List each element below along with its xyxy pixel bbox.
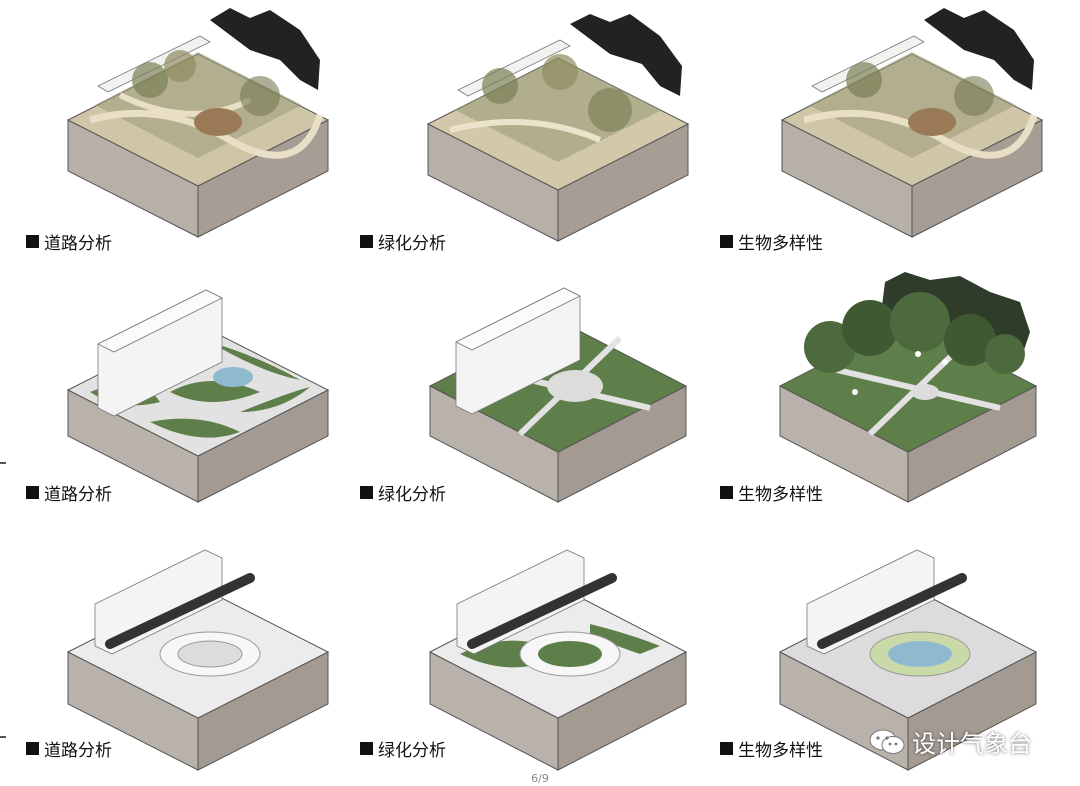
terrain-block-photo-2: [426, 14, 690, 242]
caption-text: 绿化分析: [378, 741, 446, 761]
caption-biodiversity: 生物多样性: [720, 480, 823, 505]
terrain-block-simple-3: [778, 272, 1038, 503]
black-square-bullet-icon: [720, 235, 733, 248]
black-square-bullet-icon: [720, 742, 733, 755]
block-greening-analysis-simple: 绿化分析: [360, 262, 720, 524]
terrain-block-photo-3: [780, 8, 1044, 238]
caption-text: 道路分析: [44, 741, 112, 761]
black-square-bullet-icon: [26, 742, 39, 755]
caption-biodiversity: 生物多样性: [720, 229, 823, 254]
caption-text: 生物多样性: [738, 234, 823, 254]
caption-text: 生物多样性: [738, 741, 823, 761]
black-square-bullet-icon: [720, 486, 733, 499]
margin-tick: [0, 736, 6, 738]
terrain-block-detailed-1: [66, 549, 330, 771]
block-road-analysis-simple: 道路分析: [0, 262, 360, 524]
caption-greening-analysis: 绿化分析: [360, 229, 446, 254]
black-square-bullet-icon: [360, 742, 373, 755]
terrain-block-photo-1: [66, 8, 330, 238]
caption-text: 绿化分析: [378, 234, 446, 254]
wechat-icon: [869, 729, 905, 754]
black-square-bullet-icon: [360, 235, 373, 248]
caption-text: 道路分析: [44, 234, 112, 254]
terrain-block-simple-1: [66, 289, 330, 503]
black-square-bullet-icon: [26, 486, 39, 499]
block-biodiversity-photo: 生物多样性: [720, 0, 1080, 262]
caption-road-analysis: 道路分析: [26, 229, 112, 254]
page-indicator: 6/9: [531, 772, 549, 785]
caption-text: 道路分析: [44, 485, 112, 505]
block-road-analysis-photo: 道路分析: [0, 0, 360, 262]
block-biodiversity-simple: 生物多样性: [720, 262, 1080, 524]
caption-biodiversity: 生物多样性: [720, 736, 823, 761]
watermark-text: 设计气象台: [912, 730, 1032, 758]
black-square-bullet-icon: [360, 486, 373, 499]
block-road-analysis-detailed: 道路分析: [0, 524, 360, 786]
black-square-bullet-icon: [26, 235, 39, 248]
caption-greening-analysis: 绿化分析: [360, 736, 446, 761]
block-greening-analysis-photo: 绿化分析: [360, 0, 720, 262]
caption-text: 生物多样性: [738, 485, 823, 505]
margin-tick: [0, 462, 6, 464]
caption-greening-analysis: 绿化分析: [360, 480, 446, 505]
caption-text: 绿化分析: [378, 485, 446, 505]
terrain-block-detailed-2: [428, 549, 688, 771]
terrain-block-simple-2: [428, 287, 688, 503]
caption-road-analysis: 道路分析: [26, 480, 112, 505]
block-greening-analysis-detailed: 绿化分析: [360, 524, 720, 786]
watermark: 设计气象台: [868, 724, 1032, 759]
caption-road-analysis: 道路分析: [26, 736, 112, 761]
